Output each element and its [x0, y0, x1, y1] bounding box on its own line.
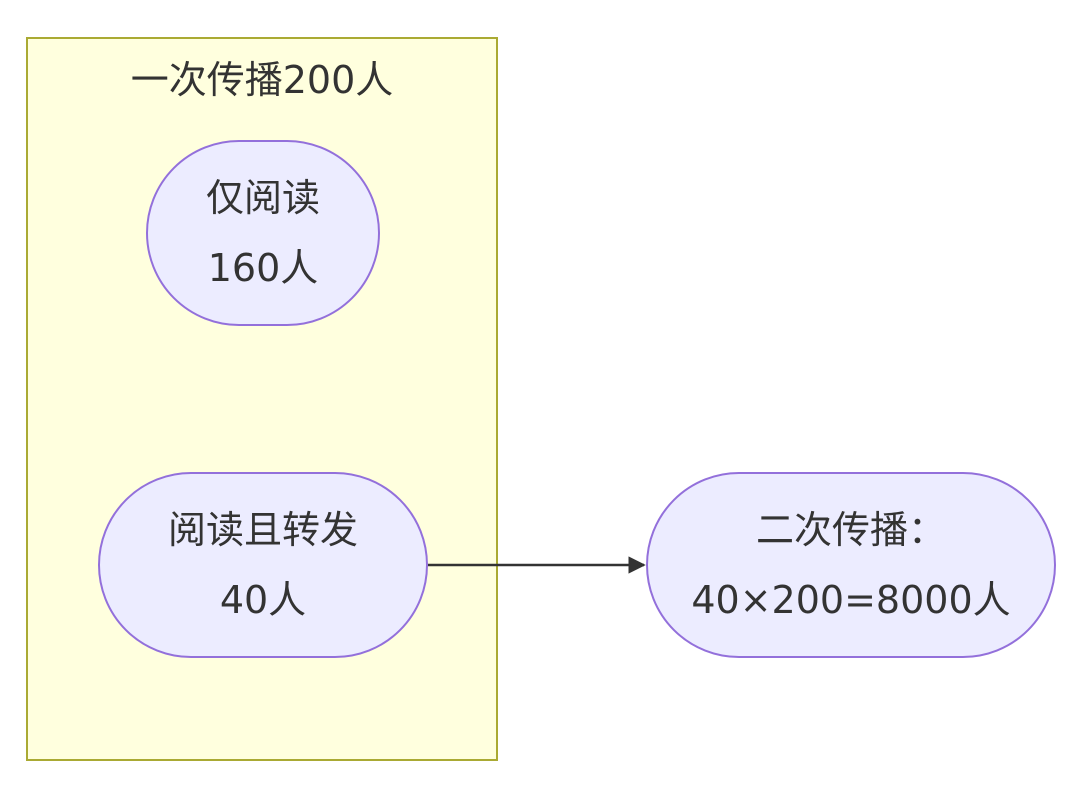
node-second-spread: 二次传播： 40×200=8000人 — [646, 472, 1056, 658]
node-read-only: 仅阅读 160人 — [146, 140, 380, 326]
subgraph-title: 一次传播200人 — [130, 58, 394, 102]
node-read-only-count: 160人 — [207, 246, 319, 290]
node-read-and-share-label: 阅读且转发 — [167, 508, 358, 552]
node-read-only-label: 仅阅读 — [205, 176, 320, 220]
node-second-spread-formula: 40×200=8000人 — [691, 578, 1011, 622]
node-second-spread-label: 二次传播： — [755, 508, 946, 552]
node-read-and-share: 阅读且转发 40人 — [98, 472, 428, 658]
node-read-and-share-count: 40人 — [219, 578, 307, 622]
